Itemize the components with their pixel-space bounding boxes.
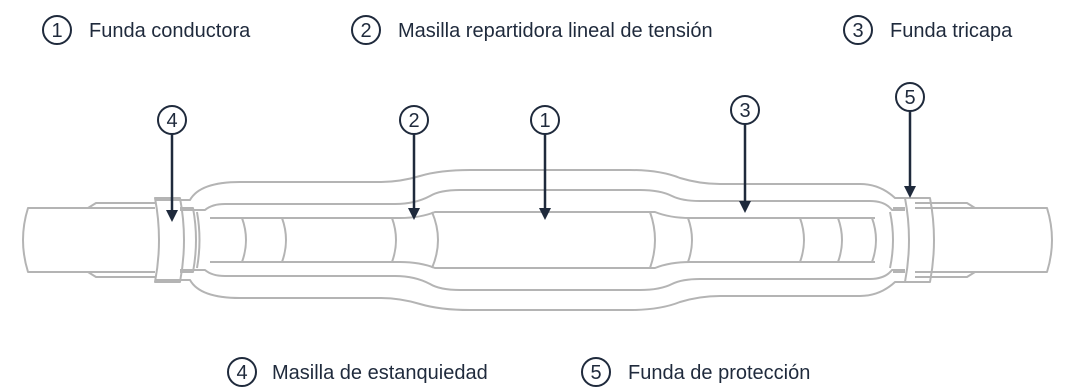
- outer-sleeve: [155, 169, 915, 311]
- legend-marker-3: [843, 15, 873, 45]
- callout-1: 1: [530, 105, 560, 220]
- right-seal-rings: [889, 197, 935, 283]
- callout-number-3: 3: [739, 100, 750, 122]
- callout-number-1: 1: [539, 110, 550, 132]
- legend-item-1: 1 Funda conductora: [42, 15, 251, 45]
- right-cable: [915, 207, 1053, 273]
- legend-number-2: 2: [360, 20, 371, 42]
- section-arcs: [241, 211, 877, 269]
- legend-marker-2: [351, 15, 381, 45]
- left-cable: [22, 207, 155, 273]
- callout-arrowhead-4: [166, 210, 178, 222]
- legend-item-4: 4 Masilla de estanquiedad: [227, 357, 488, 387]
- left-seal-rings: [154, 197, 201, 283]
- legend-number-4: 4: [236, 362, 247, 384]
- legend-label-2: Masilla repartidora lineal de tensión: [398, 20, 713, 42]
- legend-label-5: Funda de protección: [628, 362, 810, 384]
- legend-label-3: Funda tricapa: [890, 20, 1013, 42]
- legend-item-5: 5 Funda de protección: [581, 357, 810, 387]
- callout-4: 4: [157, 105, 187, 222]
- callout-arrowhead-1: [539, 208, 551, 220]
- callout-arrowhead-5: [904, 186, 916, 198]
- legend-item-3: 3 Funda tricapa: [843, 15, 1013, 45]
- callout-2: 2: [399, 105, 429, 220]
- left-cable-step: [87, 202, 155, 278]
- cable-joint-body: [22, 169, 1053, 311]
- legend-marker-1: [42, 15, 72, 45]
- callout-number-5: 5: [904, 87, 915, 109]
- legend-number-5: 5: [590, 362, 601, 384]
- legend-label-4: Masilla de estanquiedad: [272, 362, 488, 384]
- legend-marker-4: [227, 357, 257, 387]
- conductor-body: [210, 211, 875, 269]
- inner-sleeve: [180, 189, 905, 291]
- callout-number-2: 2: [408, 110, 419, 132]
- legend-marker-5: [581, 357, 611, 387]
- callout-5: 5: [895, 82, 925, 198]
- callout-arrowhead-3: [739, 201, 751, 213]
- legend-label-1: Funda conductora: [89, 20, 251, 42]
- legend-number-3: 3: [852, 20, 863, 42]
- right-cable-step: [915, 202, 976, 278]
- callout-arrowhead-2: [408, 208, 420, 220]
- legend-number-1: 1: [51, 20, 62, 42]
- callout-3: 3: [730, 95, 760, 213]
- legend-item-2: 2 Masilla repartidora lineal de tensión: [351, 15, 713, 45]
- callout-number-4: 4: [166, 110, 177, 132]
